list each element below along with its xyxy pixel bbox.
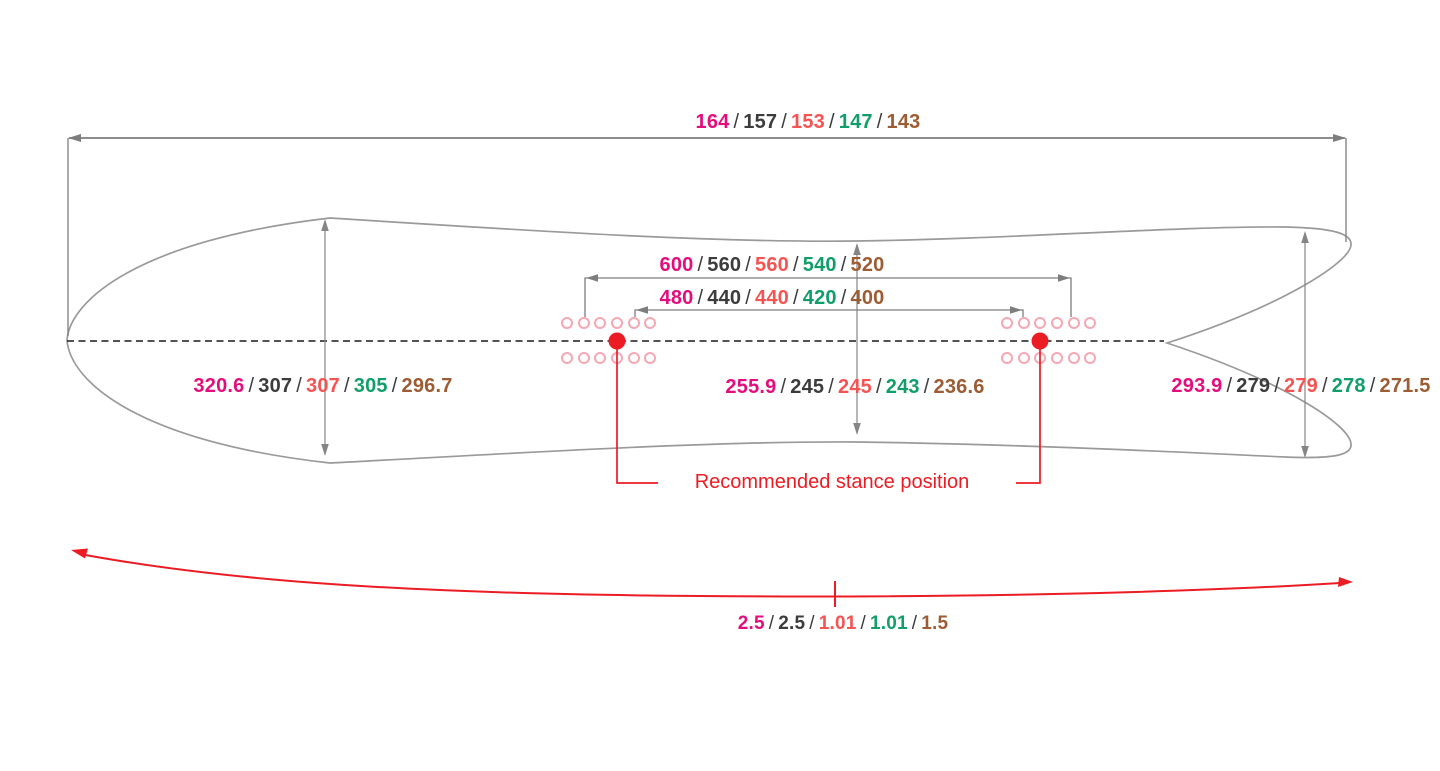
- separator: /: [840, 287, 847, 309]
- dimension-value: 279: [1284, 375, 1318, 397]
- dimension-value: 307: [306, 375, 340, 397]
- nose-width-label: 320.6/307/307/305/296.7: [192, 375, 453, 398]
- stance-dot-back: [1031, 332, 1049, 350]
- dimension-value: 271.5: [1379, 375, 1431, 397]
- stance-markers: [608, 332, 1049, 484]
- separator: /: [745, 254, 752, 276]
- stance-note: Recommended stance position: [694, 471, 970, 493]
- dimension-value: 540: [802, 254, 837, 276]
- separator: /: [1274, 375, 1281, 397]
- separator: /: [828, 376, 835, 398]
- separator: /: [840, 254, 847, 276]
- separator: /: [911, 613, 918, 634]
- dimension-value: 320.6: [193, 375, 245, 397]
- dimension-value: 440: [755, 287, 789, 309]
- stance-inner-label: 480/440/440/420/400: [659, 287, 886, 310]
- stance-outer-dimension: [584, 274, 1072, 317]
- dimension-value: 420: [802, 287, 837, 309]
- dimension-value: 520: [850, 254, 885, 276]
- dimension-value: 1.01: [818, 613, 857, 634]
- separator: /: [768, 613, 775, 634]
- dimension-value: 2.5: [737, 613, 765, 634]
- tail-width-label: 293.9/279/279/278/271.5: [1170, 375, 1431, 398]
- dimension-value: 400: [850, 287, 885, 309]
- dimension-value: 296.7: [401, 375, 453, 397]
- dimension-value: 1.01: [869, 613, 908, 634]
- dimension-value: 279: [1236, 375, 1271, 397]
- dimension-value: 255.9: [725, 376, 777, 398]
- insert-holes-back: [1001, 317, 1096, 364]
- dimension-value: 440: [707, 287, 742, 309]
- separator: /: [792, 287, 799, 309]
- dimension-value: 245: [838, 376, 872, 398]
- dimension-value: 164: [695, 111, 730, 133]
- tail-width-dimension: [1301, 231, 1309, 458]
- separator: /: [780, 376, 787, 398]
- dimension-value: 480: [659, 287, 694, 309]
- camber-curve: [71, 548, 1353, 607]
- dimension-value: 293.9: [1171, 375, 1223, 397]
- length-dimension: [67, 134, 1347, 336]
- dimension-value: 560: [755, 254, 789, 276]
- separator: /: [248, 375, 255, 397]
- dimension-value: 157: [743, 111, 778, 133]
- separator: /: [923, 376, 930, 398]
- separator: /: [875, 376, 882, 398]
- stance-outer-label: 600/560/560/540/520: [659, 254, 886, 277]
- separator: /: [296, 375, 303, 397]
- dimension-value: 143: [886, 111, 921, 133]
- dimension-value: 245: [790, 376, 825, 398]
- separator: /: [697, 287, 704, 309]
- dimension-value: 600: [659, 254, 694, 276]
- separator: /: [1321, 375, 1328, 397]
- dimension-value: 236.6: [933, 376, 985, 398]
- dimension-value: 2.5: [778, 613, 806, 634]
- separator: /: [876, 111, 883, 133]
- dimension-value: 1.5: [921, 613, 949, 634]
- camber-label: 2.5/2.5/1.01/1.01/1.5: [737, 613, 950, 635]
- stance-inner-dimension: [634, 306, 1024, 317]
- separator: /: [828, 111, 835, 133]
- dimension-value: 153: [791, 111, 825, 133]
- dimension-value: 305: [353, 375, 388, 397]
- separator: /: [1226, 375, 1233, 397]
- separator: /: [809, 613, 815, 634]
- separator: /: [697, 254, 704, 276]
- separator: /: [860, 613, 866, 634]
- separator: /: [1369, 375, 1376, 397]
- separator: /: [781, 111, 788, 133]
- waist-width-dimension: [853, 243, 861, 435]
- dimension-value: 243: [885, 376, 920, 398]
- separator: /: [745, 287, 752, 309]
- waist-width-label: 255.9/245/245/243/236.6: [724, 376, 985, 399]
- separator: /: [792, 254, 799, 276]
- separator: /: [391, 375, 398, 397]
- nose-width-dimension: [321, 219, 329, 456]
- dimension-value: 147: [838, 111, 873, 133]
- separator: /: [733, 111, 740, 133]
- insert-holes-front: [561, 317, 656, 364]
- dimension-value: 560: [707, 254, 742, 276]
- separator: /: [343, 375, 350, 397]
- total-length-label: 164/157/153/147/143: [695, 111, 922, 134]
- board-outline: [66, 217, 1352, 464]
- stance-dot-front: [608, 332, 626, 350]
- dimension-value: 307: [258, 375, 293, 397]
- dimension-value: 278: [1331, 375, 1366, 397]
